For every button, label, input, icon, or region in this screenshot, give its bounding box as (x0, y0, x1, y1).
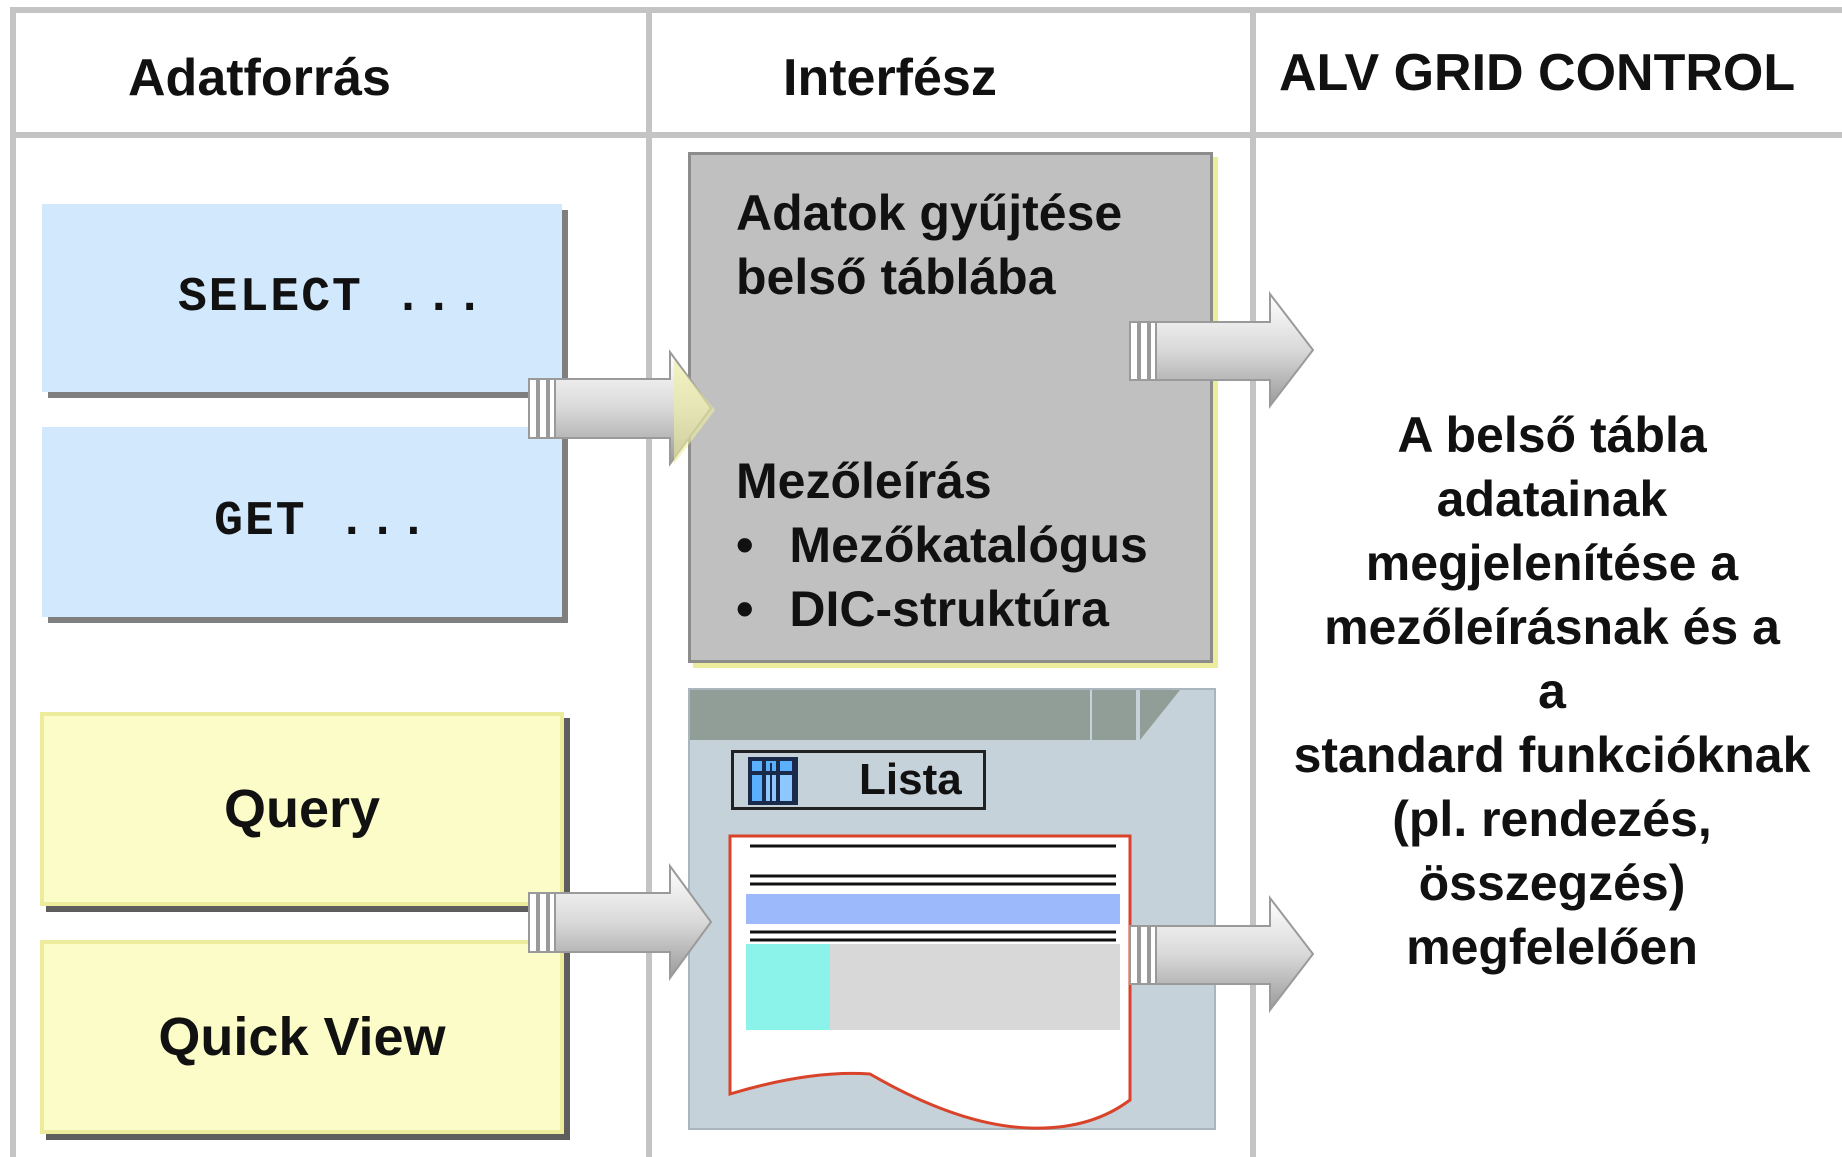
arrow-sources-to-interface-top (528, 348, 715, 468)
result-line: adatainak (1436, 471, 1668, 527)
result-line: A belső tábla (1397, 407, 1707, 463)
grid-line-left (10, 10, 16, 1157)
arrow-interface-to-alv-top (1129, 291, 1315, 409)
bullet-field-catalog-label: Mezőkatalógus (789, 517, 1148, 573)
source-select-label: SELECT ... (177, 271, 487, 325)
result-line: (pl. rendezés, (1392, 791, 1712, 847)
grid-line-top (10, 7, 1842, 13)
source-query-label: Query (223, 779, 381, 839)
header-datasource: Adatforrás (128, 49, 391, 107)
source-get-box: GET ... (42, 427, 562, 617)
source-quickview-label: Quick View (158, 1007, 446, 1067)
result-line: összegzés) (1418, 855, 1686, 911)
grid-line-middle-right (1250, 10, 1256, 1157)
header-alv-grid-control: ALV GRID CONTROL (1279, 44, 1796, 102)
arrow-sources-to-interface-bottom (528, 862, 713, 982)
bullet-field-catalog: • Mezőkatalógus (736, 513, 1148, 577)
arrow-interface-to-alv-bottom (1129, 895, 1315, 1013)
grid-line-middle-left (646, 10, 652, 1157)
field-description-title: Mezőleírás (736, 453, 992, 509)
bullet-dot-icon: • (736, 517, 754, 573)
result-line: mezőleírásnak és a (1324, 599, 1780, 655)
result-line: megfelelően (1406, 919, 1698, 975)
source-quickview-box: Quick View (40, 940, 564, 1134)
list-button-label: Lista (859, 755, 962, 804)
source-select-box: SELECT ... (42, 204, 562, 392)
table-grid-icon (748, 757, 798, 805)
grid-line-header-bottom (10, 132, 1842, 138)
list-paper (728, 834, 1132, 1130)
window-titlebar (690, 690, 1090, 740)
list-window: Lista (688, 688, 1216, 1130)
alv-result-description: A belső tábla adatainak megjelenítése a … (1262, 403, 1842, 979)
result-line: megjelenítése a (1365, 535, 1739, 591)
bullet-dic-structure-label: DIC-struktúra (789, 581, 1109, 637)
result-line: a (1538, 663, 1566, 719)
window-resize-corner-icon (1140, 690, 1180, 740)
window-titlebar-button[interactable] (1092, 690, 1136, 740)
list-button[interactable]: Lista (731, 750, 986, 810)
source-get-label: GET ... (214, 495, 430, 549)
bullet-dic-structure: • DIC-struktúra (736, 577, 1109, 641)
source-query-box: Query (40, 712, 564, 906)
header-interface: Interfész (783, 49, 997, 107)
collect-data-line1: Adatok gyűjtése (736, 185, 1123, 241)
collect-data-line2: belső táblába (736, 249, 1056, 305)
result-line: standard funkcióknak (1293, 727, 1811, 783)
bullet-dot-icon: • (736, 581, 754, 637)
interface-box: Adatok gyűjtése belső táblába Mezőleírás… (688, 152, 1213, 663)
